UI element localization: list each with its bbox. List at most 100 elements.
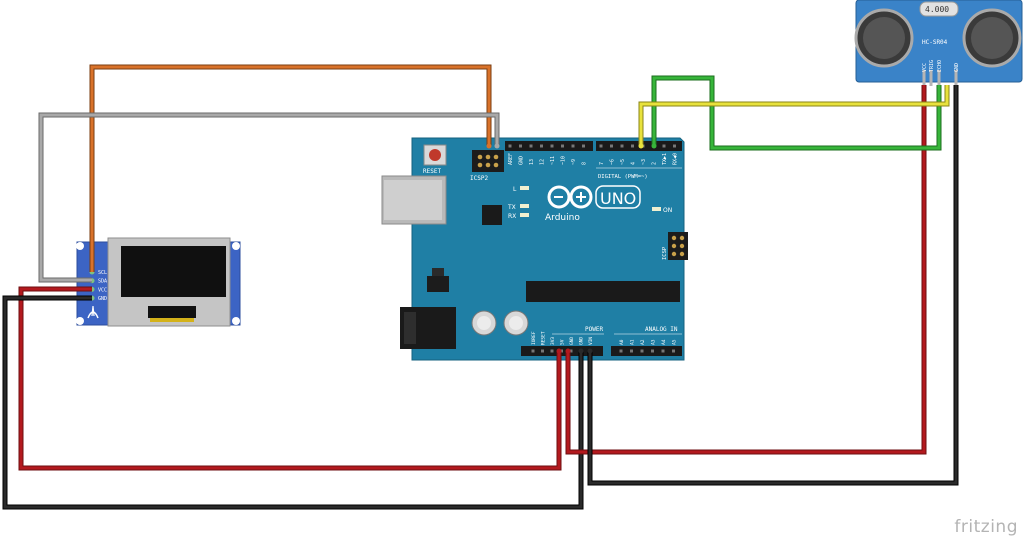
reset-label: RESET <box>423 168 441 175</box>
wire-yellow-trig <box>638 85 950 146</box>
top-header-left <box>505 141 593 151</box>
icsp2-header <box>472 150 504 172</box>
top-pin-label: ~3 <box>641 159 647 165</box>
led-tx <box>520 204 529 208</box>
icsp-header <box>668 232 688 260</box>
regulator <box>427 276 449 292</box>
top-pin-label: ~6 <box>610 159 616 165</box>
header-pin <box>541 349 544 353</box>
header-pin <box>571 144 575 148</box>
sensor-pin <box>922 70 926 86</box>
uno-logo-text: UNO <box>600 189 636 208</box>
header-pin <box>661 349 665 353</box>
top-pin-label: GND <box>519 156 525 165</box>
arduino-brand-label: Arduino <box>545 213 580 223</box>
arduino-logo <box>547 185 641 209</box>
header-pin <box>569 349 573 353</box>
wires <box>2 64 959 510</box>
top-pin-label: 12 <box>540 159 546 165</box>
top-pin-label: 7 <box>599 162 605 165</box>
led-l <box>520 186 529 190</box>
sensor-pin-label: TRIG <box>929 60 935 72</box>
header-pin <box>631 144 634 148</box>
led-l-label: L <box>513 186 517 193</box>
led-rx-label: RX <box>508 213 516 220</box>
analog-header <box>611 346 682 356</box>
led-on <box>652 207 661 211</box>
header-pin <box>582 144 585 148</box>
sensor-pin-label: ECHO <box>937 60 943 72</box>
analog-pin-label: A0 <box>619 339 625 345</box>
oled-pin-label: SDA <box>98 279 107 285</box>
header-pin <box>519 144 522 148</box>
header-pin <box>550 144 554 148</box>
analog-pin-label: A4 <box>661 339 667 345</box>
power-pin-label: 3V3 <box>550 337 556 345</box>
oled-flex-cable <box>148 306 196 318</box>
oled-logo-icon <box>87 305 99 319</box>
oled-screen <box>121 246 226 297</box>
top-pin-label: AREF <box>508 153 514 165</box>
oled-pin-label: VCC <box>98 287 107 293</box>
analog-pin-label: A3 <box>651 339 657 345</box>
usb-chip <box>482 205 502 225</box>
top-pin-label: 8 <box>582 162 588 165</box>
power-pin-label: GND <box>569 337 575 345</box>
led-tx-label: TX <box>507 204 516 211</box>
power-pin-label: 5V <box>560 339 566 345</box>
sensor-pin <box>937 70 941 86</box>
top-pin-label: 13 <box>529 159 535 165</box>
sensor-crystal <box>919 1 959 17</box>
header-pin <box>640 349 644 353</box>
digital-label: DIGITAL (PWM=~) <box>598 174 648 180</box>
power-pin-label: IOREF <box>531 331 537 345</box>
top-pin-label: RX◀0 <box>673 153 679 165</box>
atmega-chip <box>526 281 680 302</box>
header-pin <box>610 144 613 148</box>
power-pin-label: RESET <box>541 331 547 345</box>
sensor-pin <box>929 70 933 86</box>
header-pin <box>540 144 543 148</box>
header-pin <box>620 144 624 148</box>
header-pin <box>673 144 676 148</box>
analog-pin-label: A1 <box>630 339 636 345</box>
analog-label: ANALOG IN <box>645 326 678 333</box>
sensor-model-label: HC-SR04 <box>922 39 948 46</box>
analog-pin-label: A2 <box>640 339 646 345</box>
header-pin <box>529 144 533 148</box>
led-rx <box>520 213 529 217</box>
analog-pin-labels: A0 A1 A2 A3 A4 A5 <box>619 339 678 345</box>
power-pin-label: VIN <box>588 337 594 345</box>
header-pin <box>619 349 623 353</box>
header-pin <box>531 349 535 353</box>
oled-pin-label: GND <box>98 296 107 302</box>
header-pin <box>561 144 564 148</box>
sensor-pin-label: GND <box>954 63 960 72</box>
header-pin <box>651 349 654 353</box>
power-pin-label: GND <box>579 337 585 345</box>
top-pin-label: TX▶1 <box>662 153 668 165</box>
wire-green-echo <box>651 75 942 151</box>
on-label: ON <box>663 207 672 214</box>
analog-pin-label: A5 <box>672 339 678 345</box>
power-label: POWER <box>585 326 603 333</box>
icsp-label: ICSP <box>662 246 668 260</box>
top-pin-label: ~9 <box>571 159 577 165</box>
icsp2-label: ICSP2 <box>470 175 488 182</box>
top-pin-label: 2 <box>652 162 658 165</box>
header-pin <box>630 349 633 353</box>
top-pin-label: ~10 <box>561 156 567 165</box>
header-pin <box>550 349 554 353</box>
header-pin <box>599 144 603 148</box>
capacitors <box>471 310 529 336</box>
top-pin-label: ~11 <box>550 156 556 165</box>
fritzing-watermark: fritzing <box>954 517 1018 537</box>
top-pin-label: ~5 <box>620 159 626 165</box>
